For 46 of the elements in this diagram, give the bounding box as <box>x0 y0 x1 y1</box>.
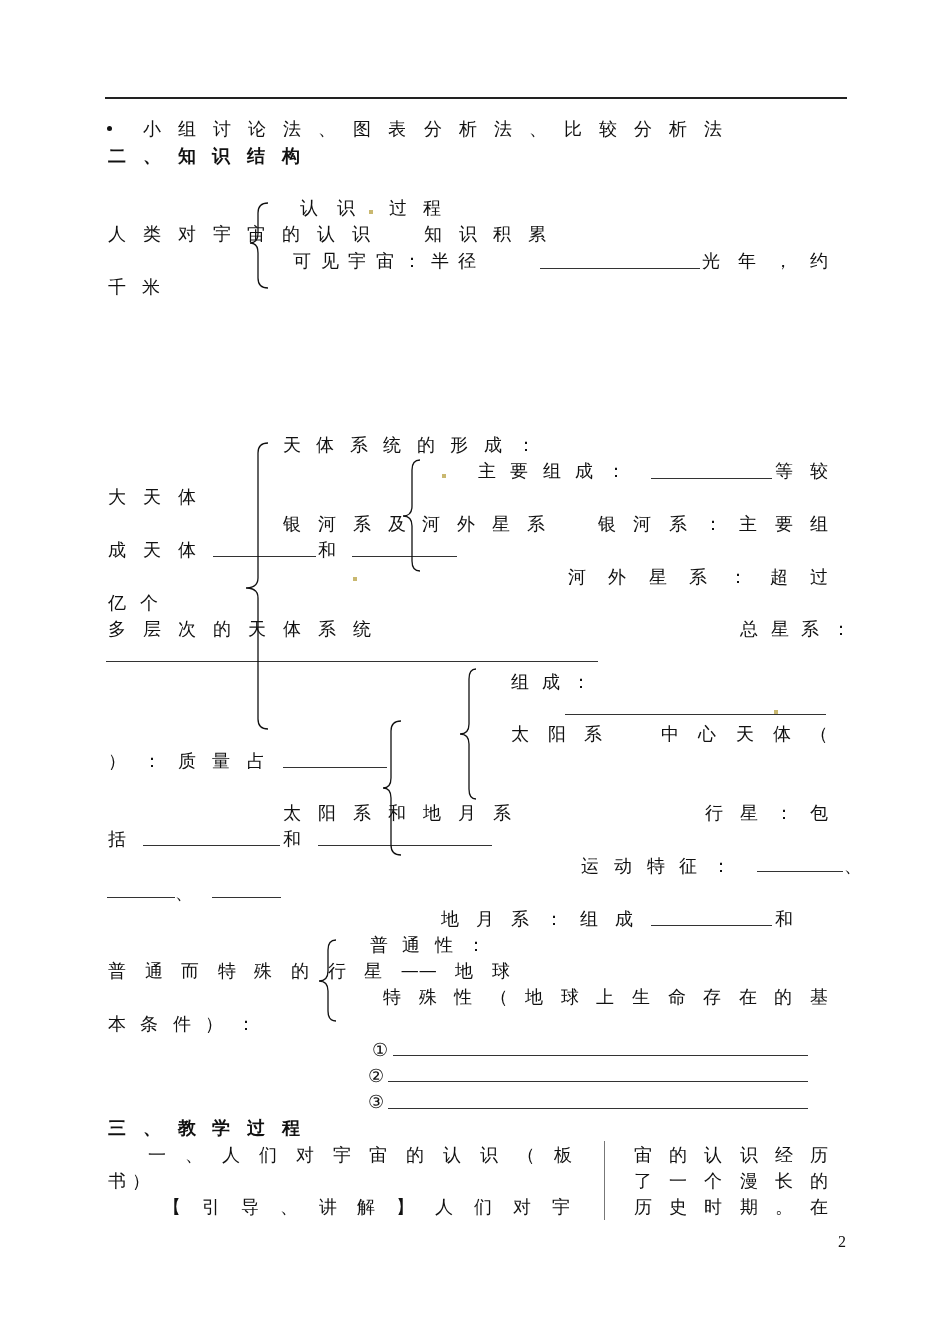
outline-text: 历史时期。在 <box>634 1196 828 1218</box>
outline-text: 和 <box>318 539 336 561</box>
outline-text: 书） <box>108 1170 150 1192</box>
outline-text: 主要组成： <box>478 460 625 482</box>
outline-text: 本条件）： <box>108 1013 255 1035</box>
outline-text: 大天体 <box>108 486 196 508</box>
outline-text: 行星：包 <box>705 802 828 824</box>
outline-text: 银河系：主要组 <box>598 513 828 535</box>
outline-text: 太阳系 <box>511 723 602 745</box>
page-number: 2 <box>838 1232 846 1252</box>
outline-text: 认识 <box>300 197 355 219</box>
section-heading: 三、教学过程 <box>108 1117 300 1139</box>
section-heading: 二、知识结构 <box>108 145 300 167</box>
list-number: ② <box>368 1065 384 1087</box>
outline-text: 地月系：组成 <box>441 908 633 930</box>
outline-text: 千米 <box>108 276 160 298</box>
outline-text: 普通性： <box>370 934 485 956</box>
outline-text: 河外星系：超过 <box>568 566 828 588</box>
outline-text: 亿个 <box>108 592 158 614</box>
outline-text: 和 <box>775 908 793 930</box>
outline-text: 中心天体（ <box>661 723 828 745</box>
outline-text: ）：质量占 <box>108 750 265 772</box>
outline-text: 组成： <box>511 671 590 693</box>
outline-text: 光年，约 <box>702 250 828 272</box>
outline-text: 知识积累 <box>424 223 546 245</box>
outline-text: 了一个漫长的 <box>634 1170 828 1192</box>
outline-text: 小组讨论法、图表分析法、比较分析法 <box>143 118 722 140</box>
outline-text: 和 <box>283 828 301 850</box>
outline-text: 银河系及河外星系 <box>283 513 545 535</box>
list-number: ③ <box>368 1091 384 1113</box>
outline-text: 括 <box>108 828 126 850</box>
outline-text: 、 <box>844 855 862 877</box>
outline-text: 成天体 <box>108 539 196 561</box>
outline-text: 、 <box>175 882 193 904</box>
outline-text: 运动特征： <box>581 855 730 877</box>
outline-text: 【引导、讲解】人们对宇 <box>163 1196 570 1218</box>
outline-text: 宙的认识经历 <box>634 1144 828 1166</box>
list-number: ① <box>372 1039 388 1061</box>
outline-text: 天体系统的形成： <box>283 434 535 456</box>
outline-text: 等较 <box>775 460 828 482</box>
outline-text: 特殊性（地球上生命存在的基 <box>383 986 828 1008</box>
outline-text: 可见宇宙：半径 <box>293 250 476 272</box>
outline-text: 一、人们对宇宙的认识（板 <box>148 1144 572 1166</box>
outline-text: 总星系： <box>740 618 850 640</box>
outline-text: 普通而特殊的行星——地球 <box>108 960 510 982</box>
outline-text: 过程 <box>389 197 441 219</box>
